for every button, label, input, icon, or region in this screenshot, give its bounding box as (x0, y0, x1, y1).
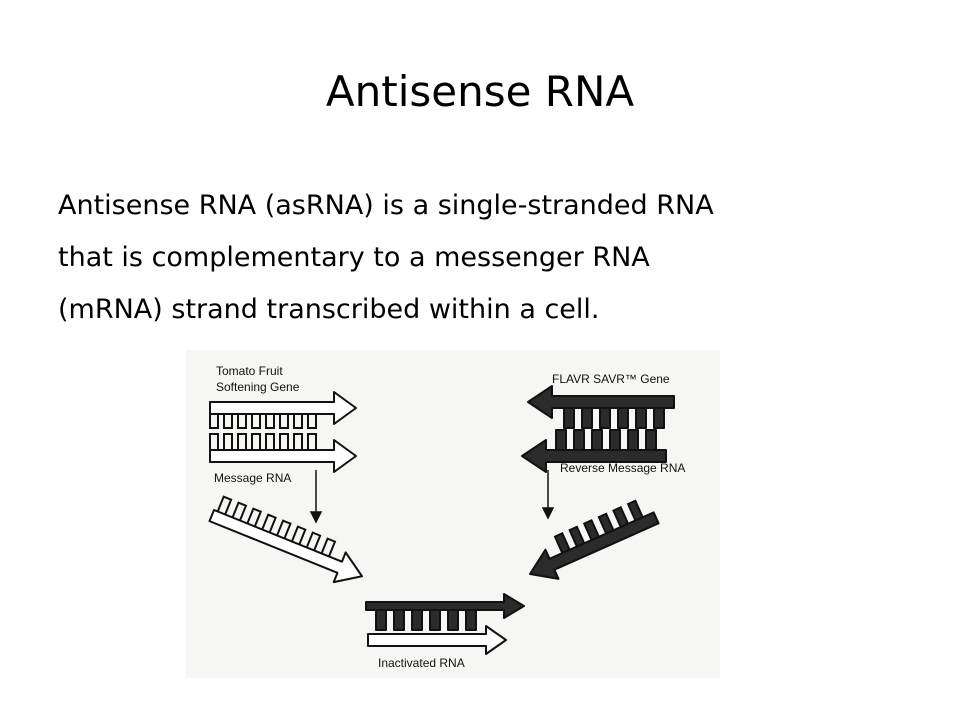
tomato-gene-bottom-strand (209, 439, 357, 473)
antisense-diagram-svg: Tomato Fruit Softening Gene Message RNA … (208, 364, 685, 670)
body-line-3: (mRNA) strand transcribed within a cell. (58, 294, 600, 325)
slide-body-text: Antisense RNA (asRNA) is a single-strand… (58, 180, 918, 336)
flavr-savr-gene-label: FLAVR SAVR™ Gene (552, 372, 670, 386)
gene-label-line1: Tomato Fruit (216, 364, 283, 378)
reverse-message-rna-label: Reverse Message RNA (560, 461, 685, 475)
flavr-gene-bottom-strand (521, 429, 667, 473)
body-line-2: that is complementary to a messenger RNA (58, 242, 650, 273)
slide-title: Antisense RNA (325, 67, 635, 116)
tomato-gene-top-strand (209, 391, 357, 425)
antisense-diagram: Tomato Fruit Softening Gene Message RNA … (186, 350, 720, 678)
arrow-reverse-down (541, 470, 555, 520)
flavr-gene-top-strand (527, 385, 675, 429)
body-line-1: Antisense RNA (asRNA) is a single-strand… (58, 190, 714, 221)
antisense-rna-diagonal (529, 499, 660, 580)
tomato-gene-bottom-bases (209, 433, 317, 450)
inactivated-rna-label: Inactivated RNA (378, 656, 465, 670)
gene-label-line2: Softening Gene (216, 380, 300, 394)
inactivated-rna-duplex (365, 593, 525, 655)
tomato-gene-top-bases (209, 414, 317, 429)
arrow-message-down (309, 470, 323, 524)
message-rna-label: Message RNA (214, 471, 291, 485)
message-rna-diagonal (208, 495, 363, 584)
